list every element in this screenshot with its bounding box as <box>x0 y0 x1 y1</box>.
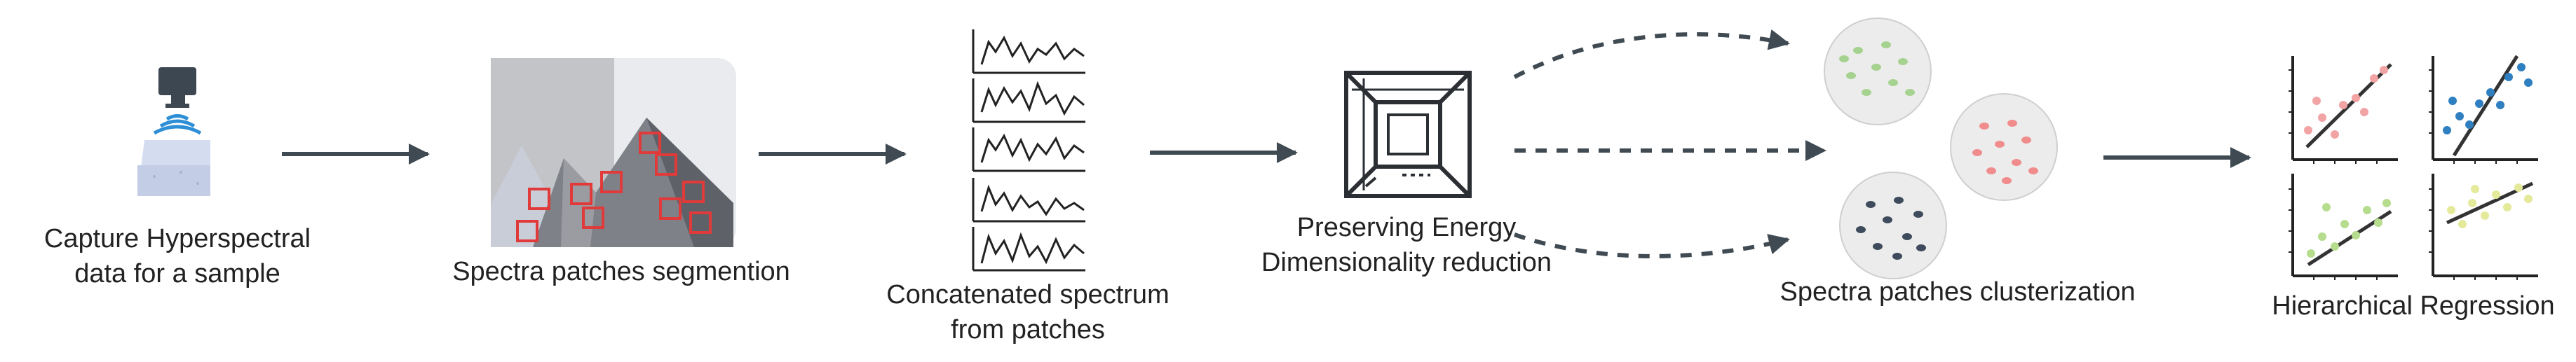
capture-label: Capture Hyperspectral data for a sample <box>15 221 339 291</box>
spectrum-plot-5 <box>972 227 1085 272</box>
cluster-navy <box>1839 172 1947 279</box>
regression-label: Hierarchical Regression <box>2253 288 2573 323</box>
concat-label-line1: Concatenated spectrum <box>886 280 1170 309</box>
concat-label: Concatenated spectrum from patches <box>860 277 1196 347</box>
capture-label-line2: data for a sample <box>74 259 280 288</box>
reduction-label-line1: Preserving Energy <box>1296 213 1517 242</box>
cluster-green <box>1824 18 1932 125</box>
segmentation-label: Spectra patches segmention <box>418 254 825 289</box>
regression-plot-red <box>2289 56 2398 164</box>
reduction-label-line2: Dimensionality reduction <box>1261 248 1552 277</box>
regression-plot-blue <box>2429 55 2538 164</box>
spectrum-plots-icon <box>972 29 1085 272</box>
segmentation-label-text: Spectra patches segmention <box>452 257 790 286</box>
regression-label-text: Hierarchical Regression <box>2272 291 2555 321</box>
spectrum-plot-1 <box>972 29 1085 74</box>
cluster-red <box>1950 93 2058 201</box>
spectrum-plot-4 <box>972 178 1085 223</box>
mountain-patches-icon <box>491 58 736 247</box>
spectrum-plot-2 <box>972 78 1085 123</box>
spectrum-plot-3 <box>972 127 1085 172</box>
clusterization-label: Spectra patches clusterization <box>1740 274 2175 309</box>
regression-plot-yellow <box>2429 174 2538 280</box>
dashed-arrow-top <box>1513 29 1790 79</box>
capture-label-line1: Capture Hyperspectral <box>43 224 311 253</box>
tesseract-cube-icon <box>1344 71 1472 198</box>
clusterization-label-text: Spectra patches clusterization <box>1780 277 2136 307</box>
cluster-circles-icon <box>1824 18 2058 279</box>
regression-plots-icon <box>2289 55 2538 280</box>
concat-label-line2: from patches <box>951 315 1105 344</box>
reduction-label: Preserving Energy Dimensionality reducti… <box>1231 210 1582 280</box>
regression-plot-green <box>2289 174 2398 280</box>
hyperspectral-scanner-icon <box>137 67 210 196</box>
